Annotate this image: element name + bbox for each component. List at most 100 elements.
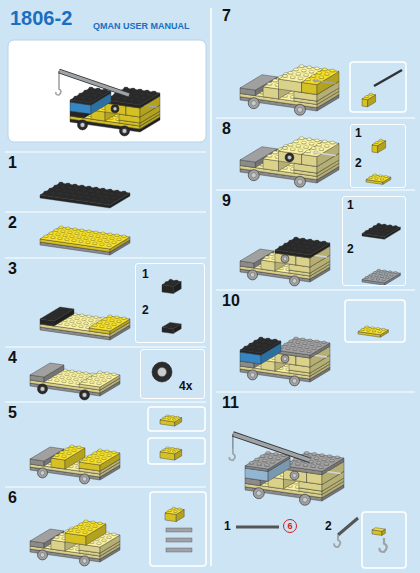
stud-top — [100, 453, 105, 455]
stud-top — [94, 187, 99, 189]
stud-top — [62, 455, 67, 457]
stud-top — [89, 234, 94, 236]
stud-top — [108, 233, 113, 235]
rim — [82, 559, 87, 564]
stud-top — [44, 235, 49, 237]
stud-top — [74, 96, 79, 98]
stud-top — [72, 195, 77, 197]
rim — [122, 129, 127, 134]
stud-top — [72, 324, 77, 326]
stud-top — [131, 88, 136, 90]
stud-top — [88, 377, 93, 379]
stud-top — [86, 197, 91, 199]
stud-top — [86, 524, 91, 526]
stud-top — [105, 322, 110, 324]
stud-top — [69, 381, 74, 383]
stud-top — [70, 445, 75, 447]
stud-top — [98, 522, 103, 524]
stud-top — [309, 70, 314, 73]
stud-top — [96, 88, 101, 90]
stud-top — [87, 315, 92, 317]
stud-top — [75, 188, 80, 190]
stud-top — [69, 529, 74, 531]
stud-top — [89, 319, 94, 321]
stud-top — [79, 375, 84, 377]
rim — [80, 123, 85, 128]
stud-top — [79, 325, 84, 327]
stud-top — [70, 320, 75, 322]
stud-top — [105, 372, 110, 374]
stud-top — [108, 189, 113, 191]
stud-top — [88, 455, 93, 457]
stud-top — [98, 321, 103, 323]
stud-top — [108, 315, 113, 317]
stud-top — [97, 542, 102, 544]
stud-top — [107, 244, 112, 246]
stud-top — [100, 199, 105, 201]
truck-model — [40, 182, 130, 208]
stud-top — [56, 233, 61, 235]
stud-top — [60, 376, 65, 378]
stud-top — [122, 191, 127, 193]
stud-top — [107, 200, 112, 202]
stud-top — [135, 96, 140, 98]
stud-top — [62, 380, 67, 382]
stud-top — [95, 378, 100, 380]
stud-top — [103, 318, 108, 320]
stud-top — [77, 236, 82, 238]
stud-top — [89, 87, 94, 89]
stud-top — [93, 242, 98, 244]
stud-top — [70, 370, 75, 372]
stud-top — [311, 75, 316, 78]
stud-top — [90, 381, 95, 383]
stud-top — [79, 93, 84, 95]
stud-top — [93, 374, 98, 376]
stud-top — [58, 193, 63, 195]
stud-top — [301, 69, 306, 72]
stud-top — [123, 98, 128, 100]
rim — [40, 471, 45, 476]
stud-top — [82, 318, 87, 320]
stud-top — [77, 321, 82, 323]
stud-top — [91, 194, 96, 196]
stud-top — [65, 373, 70, 375]
stud-top — [93, 198, 98, 200]
stud-top — [82, 233, 87, 235]
stud-top — [102, 379, 107, 381]
stud-top — [56, 189, 61, 191]
stud-top — [152, 91, 157, 93]
stud-top — [96, 235, 101, 237]
stud-top — [112, 241, 117, 243]
stud-top — [66, 183, 71, 185]
stud-top — [49, 188, 54, 190]
stud-top — [83, 458, 88, 460]
stud-top — [330, 69, 335, 72]
stud-top — [115, 234, 120, 236]
stud-top — [116, 97, 121, 99]
stud-top — [145, 90, 150, 92]
stud-top — [299, 65, 304, 68]
stud-top — [319, 76, 324, 79]
stud-top — [105, 196, 110, 198]
stud-top — [122, 235, 127, 237]
stud-top — [112, 197, 117, 199]
stud-top — [81, 527, 86, 529]
stud-top — [75, 232, 80, 234]
stud-top — [98, 371, 103, 373]
truck-model — [240, 65, 339, 115]
truck-model — [30, 520, 120, 566]
stud-top — [82, 189, 87, 191]
stud-top — [49, 232, 54, 234]
rim — [40, 553, 45, 558]
stud-top — [74, 526, 79, 528]
stud-top — [77, 446, 82, 448]
stud-top — [102, 457, 107, 459]
stud-top — [314, 67, 319, 70]
stud-top — [107, 326, 112, 328]
stud-top — [70, 235, 75, 237]
stud-top — [63, 234, 68, 236]
stud-top — [288, 71, 293, 74]
stud-top — [51, 236, 56, 238]
